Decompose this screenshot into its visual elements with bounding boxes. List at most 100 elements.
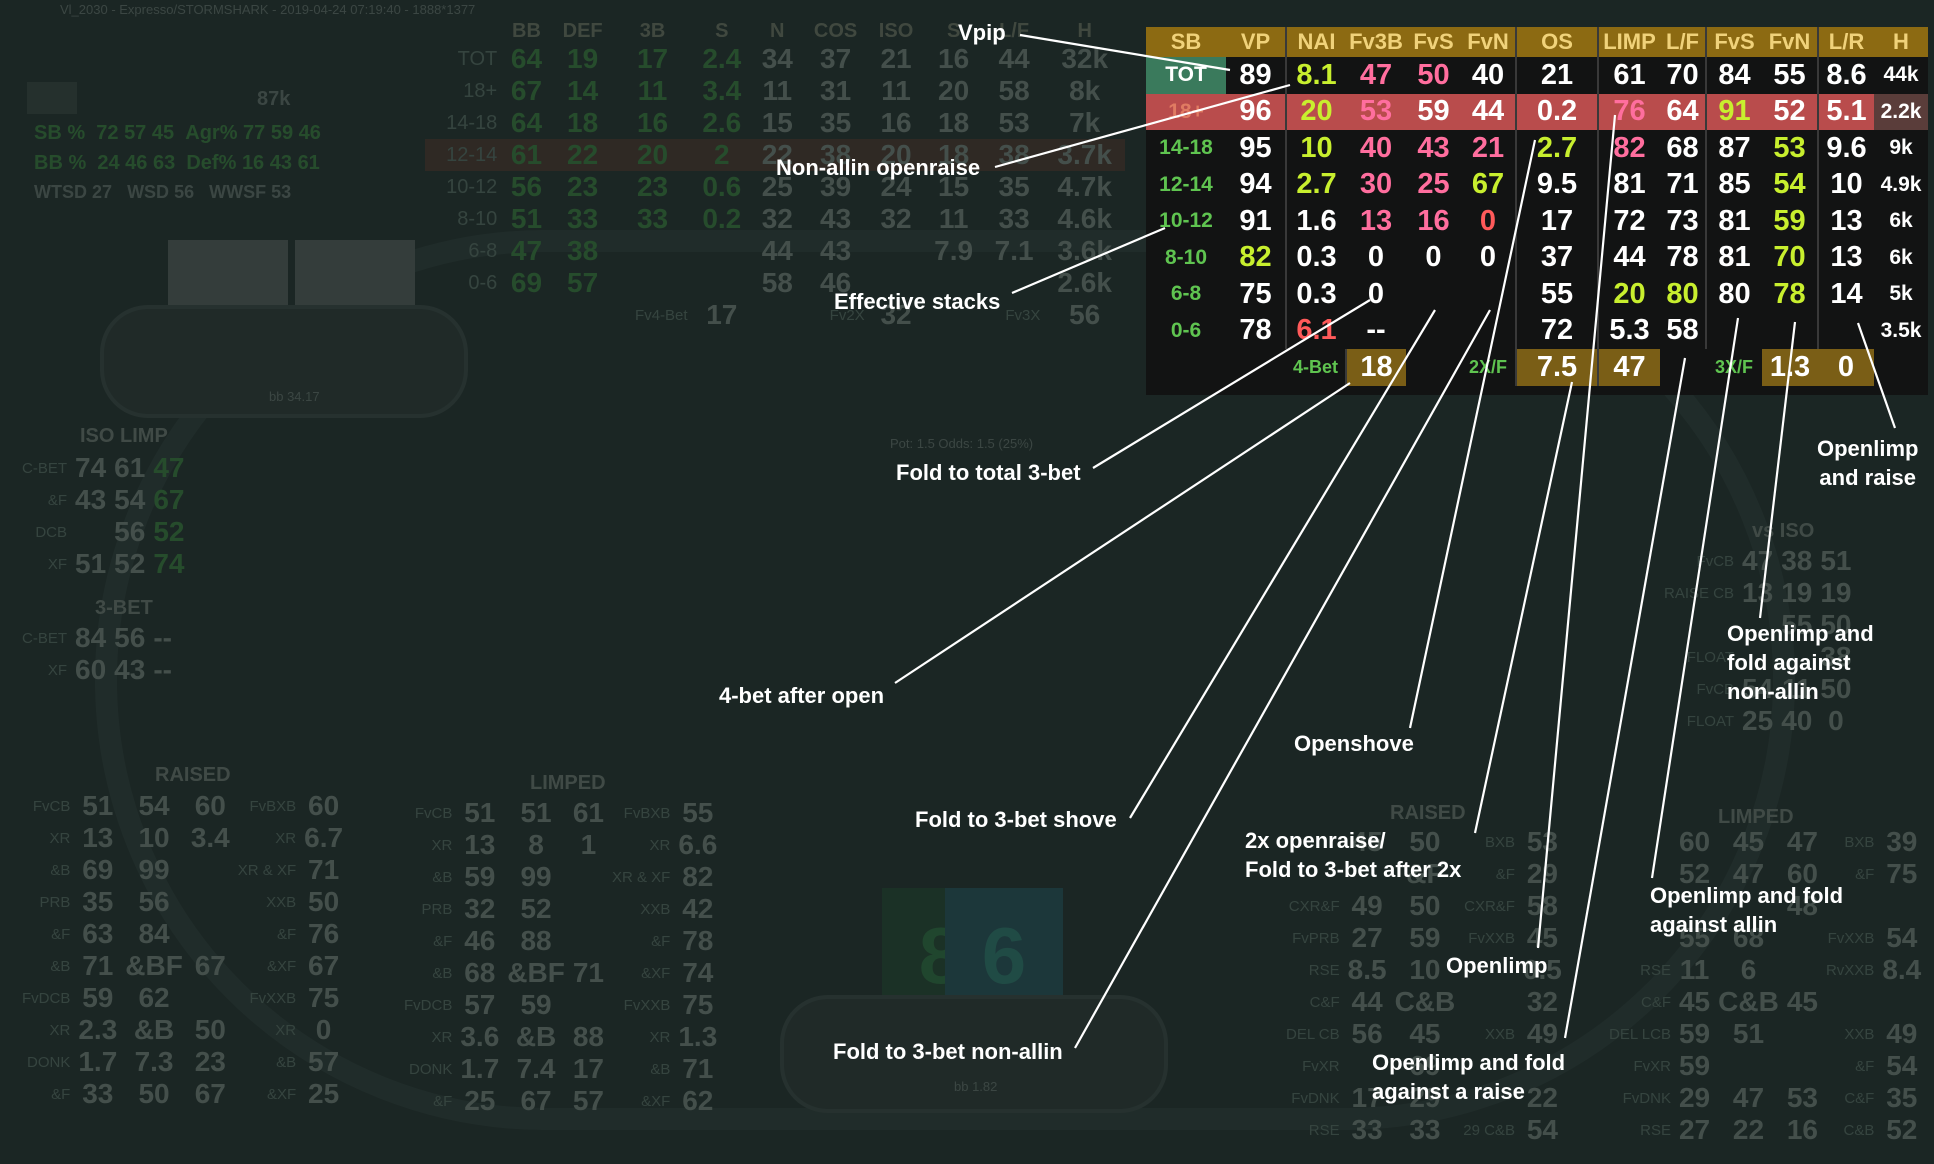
avatar [27, 82, 77, 114]
bg-top-cell: 43 [820, 203, 852, 234]
callout-fold-3bet-shove: Fold to 3-bet shove [915, 807, 1117, 832]
hud-cell-os: 37 [1515, 239, 1598, 276]
bg-top-cell: 18 [938, 107, 970, 138]
bg-cell: -- [153, 622, 172, 653]
bg-cell: 7.3 [134, 1046, 174, 1077]
bg-row-label: FLOAT [1686, 712, 1735, 730]
limped-right-title: LIMPED [1718, 806, 1794, 828]
hud-cell-nai: 8.1 [1285, 57, 1346, 94]
hud-cell-lr: 8.6 [1817, 57, 1874, 94]
bg-row-label: &F [51, 925, 71, 943]
bg-top-cell: 23 [567, 171, 599, 202]
bg-row-label2: XXB [640, 900, 671, 918]
hero-seat[interactable]: bb 1.82 [780, 995, 1168, 1113]
bg-cell: 50 [1409, 890, 1441, 921]
bg-top-cell: 15 [761, 107, 793, 138]
bg-cell2: 8.4 [1882, 954, 1922, 985]
bg-row-label2: XR [649, 1028, 671, 1046]
bg-top-cell: 43 [820, 235, 852, 266]
bg-cell: 33 [1351, 1114, 1383, 1145]
bg-cell2: 45 [1526, 922, 1558, 953]
bg-top-cell: 2.6 [702, 107, 742, 138]
bg-cell: 54 [114, 484, 146, 515]
vs-iso-title: vs ISO [1752, 520, 1815, 542]
player-stats-box: 87k SB % 72 57 45 Agr% 77 59 46 BB % 24 … [22, 80, 392, 202]
bg-top-cell: 47 [510, 235, 543, 266]
bg-row-label2: &B [276, 1053, 297, 1071]
bg-cell: 56 [138, 886, 170, 917]
hud-cell-fvs: 16 [1417, 204, 1450, 237]
window-title: Vl_2030 - Expresso/STORMSHARK - 2019-04-… [60, 2, 476, 17]
bg-cell: 33 [1409, 1114, 1441, 1145]
bg-top-cell: 11 [938, 203, 969, 234]
bg-cell2: 0 [315, 1014, 332, 1045]
bg-cell: 3.6 [460, 1021, 500, 1052]
bg-row-label2: XXB [266, 893, 297, 911]
bg-row-label: &B [432, 964, 453, 982]
hud-cell-fvn: 0 [1479, 241, 1497, 274]
callout-2x-line2: Fold to 3-bet after 2x [1245, 857, 1462, 882]
bg-cell: 13 [82, 822, 114, 853]
bg-row-label: FvXR [1302, 1057, 1340, 1075]
hud-cell-fvn: 40 [1471, 58, 1505, 91]
bg-cell: 59 [520, 989, 552, 1020]
bg-top-cell: 4.7k [1057, 171, 1112, 202]
hud-cell-lr: 10 [1817, 166, 1874, 203]
bg-cell: 52 [1678, 858, 1711, 889]
bg-top-cell: 32 [761, 203, 793, 234]
bg-cell: 47 [1786, 826, 1818, 857]
bg-cell: 69 [1409, 1050, 1441, 1081]
bg-cell: 23 [194, 1046, 226, 1077]
bg-row-label2: BXB [1844, 833, 1875, 851]
hud-cell-fvs: 0 [1425, 241, 1442, 274]
bg-top-header-cell: S [946, 20, 961, 42]
bg-row-label: &F [51, 1085, 71, 1103]
callout-4bet-after-open: 4-bet after open [719, 683, 885, 708]
bg-row-label: RSE [1308, 961, 1340, 979]
bg-cell2: 42 [682, 893, 714, 924]
hud-cell-fvn: 59 [1773, 204, 1806, 237]
bg-cell: 44 [1351, 986, 1383, 1017]
bg-cell: 1.7 [78, 1046, 118, 1077]
bg-top-row-label: 6-8 [468, 239, 498, 262]
line-openlimp-fold-nonallin [1758, 321, 1797, 619]
line-openshove [1408, 139, 1537, 729]
hero-card-8: 8 [882, 888, 1000, 1023]
bg-cell2: 60 [308, 790, 340, 821]
opponent-seat[interactable]: bb 34.17 [100, 305, 468, 418]
line-openlimp [1536, 114, 1617, 949]
bg-cell2: 53 [1526, 826, 1558, 857]
bg-cell: 16 [1786, 1114, 1818, 1145]
bg-cell: 60 [75, 654, 107, 685]
hud-cell-fvs: 81 [1705, 203, 1762, 240]
bg-cell: 54 [138, 790, 170, 821]
bg-top-cell: 18 [923, 139, 984, 171]
bg-cell: 35 [82, 886, 114, 917]
hud-cell-fvn: 44 [1461, 93, 1516, 130]
bg-cell: 59 [464, 861, 496, 892]
bg-row-label2: &XF [641, 1092, 671, 1110]
bg-top-cell: 33 [567, 203, 599, 234]
bg-top-header-cell: COS [813, 20, 858, 42]
bg-cell: 52 [520, 893, 552, 924]
bg-top-row-label: 0-6 [468, 271, 498, 294]
hud-footer-cell-11: 0 [1818, 349, 1874, 386]
bg-cell: 61 [572, 797, 604, 828]
hand-count: 87k [257, 88, 291, 110]
iso-3bet-title: 3-BET [95, 597, 153, 619]
bg-cell: &B [515, 1021, 557, 1052]
bg-row-label2: XR & XF [237, 861, 297, 879]
bg-top-cell: 7.1 [994, 235, 1034, 266]
